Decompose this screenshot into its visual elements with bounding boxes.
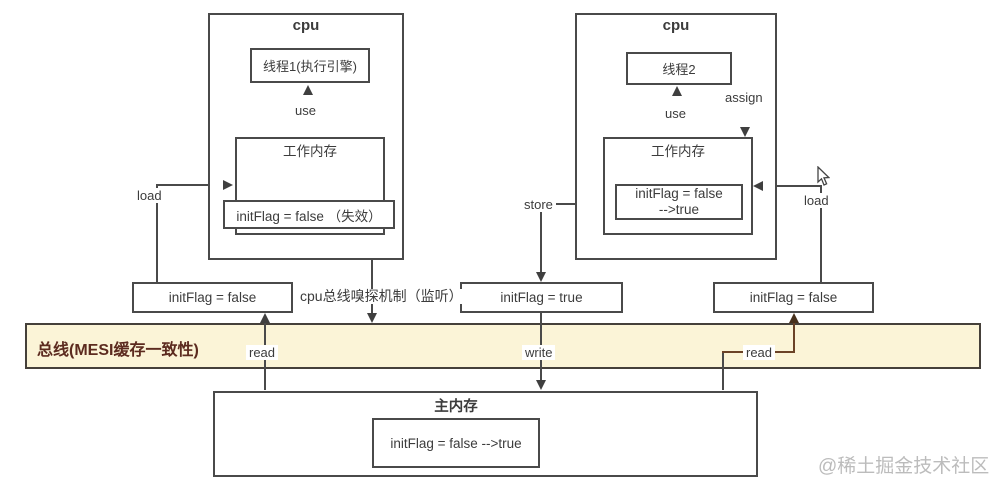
assign-arrowhead: [740, 127, 750, 137]
store-arrowhead: [536, 272, 546, 282]
bus-bar: [25, 323, 981, 369]
cache-box-middle: initFlag = true: [460, 282, 623, 313]
working-memory-left-label: 工作内存: [283, 144, 337, 159]
read-left-arrowhead: [260, 313, 270, 323]
flag-right-line1: initFlag = false: [635, 186, 723, 201]
thread1-box: 线程1(执行引擎): [250, 48, 370, 83]
flag-right-line2: -->true: [658, 202, 700, 217]
load-left-arrowhead: [223, 180, 233, 190]
sniff-line: [371, 260, 373, 315]
assign-label: assign: [722, 90, 766, 105]
write-label: write: [522, 345, 556, 360]
main-memory-title: 主内存: [434, 399, 478, 415]
load-left-vline: [156, 186, 158, 282]
load-right-label: load: [801, 193, 832, 208]
store-label: store: [521, 197, 556, 212]
sniff-arrowhead: [367, 313, 377, 323]
bus-sniff-label: cpu总线嗅探机制（监听）: [297, 289, 466, 304]
write-arrowhead: [536, 380, 546, 390]
use-left-label: use: [292, 103, 319, 118]
cpu-right-title: cpu: [662, 17, 690, 34]
main-memory-flag-box: initFlag = false -->true: [372, 418, 540, 468]
read-right-vline-lower: [722, 352, 724, 390]
read-right-label: read: [743, 345, 776, 360]
store-vline: [540, 204, 542, 273]
flag-left-invalid-box: initFlag = false （失效）: [223, 200, 395, 229]
read-right-vline-upper: [793, 322, 795, 353]
thread2-box: 线程2: [626, 52, 732, 85]
load-right-hline: [760, 185, 822, 187]
cache-box-right: initFlag = false: [713, 282, 874, 313]
load-left-hline: [156, 184, 224, 186]
load-right-arrowhead: [753, 181, 763, 191]
use-left-arrowhead: [303, 85, 313, 95]
use-right-label: use: [662, 106, 689, 121]
bus-label: 总线(MESI缓存一致性): [37, 342, 199, 359]
flag-right-updated-box: initFlag = false -->true: [615, 184, 743, 220]
cache-box-left: initFlag = false: [132, 282, 293, 313]
cpu-left-title: cpu: [292, 17, 320, 34]
use-right-arrowhead: [672, 86, 682, 96]
mouse-cursor-icon: [814, 166, 830, 187]
read-right-arrowhead: [789, 313, 799, 323]
read-left-label: read: [246, 345, 279, 360]
working-memory-right-label: 工作内存: [651, 144, 705, 159]
watermark: @稀土掘金技术社区: [818, 456, 990, 477]
load-left-label: load: [134, 188, 165, 203]
load-right-vline: [820, 186, 822, 283]
